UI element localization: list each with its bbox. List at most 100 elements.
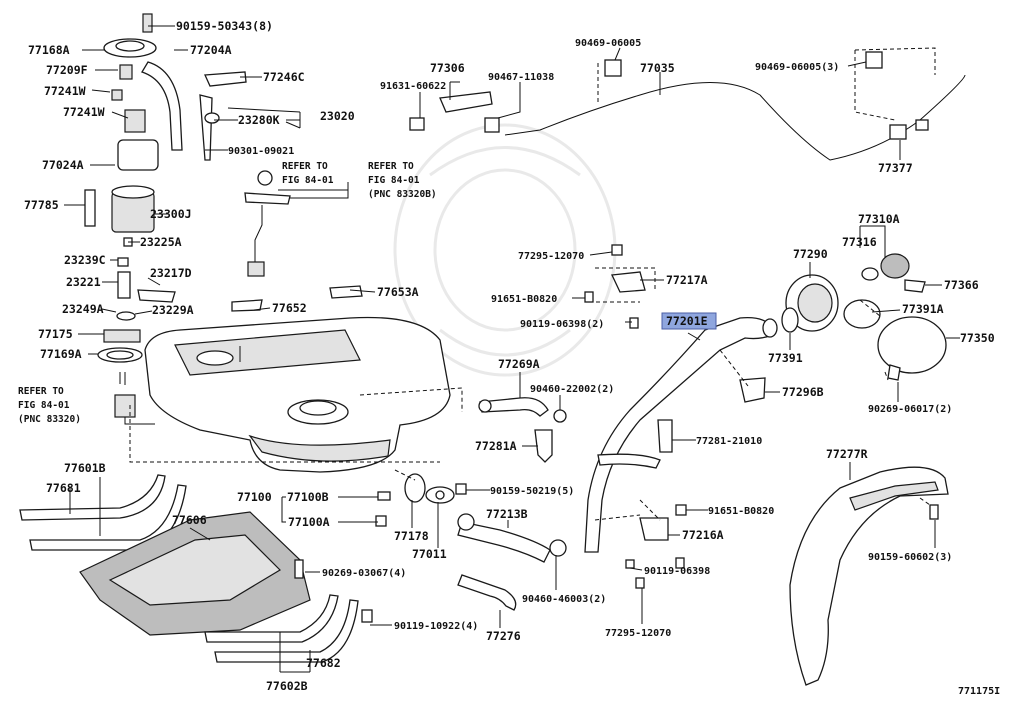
- filler-hose-77276[interactable]: [457, 574, 517, 611]
- label-77316: 77316: [842, 235, 877, 249]
- filler-lower-hose[interactable]: [457, 513, 567, 563]
- label-77246C: 77246C: [263, 70, 305, 84]
- label-77277R: 77277R: [826, 447, 868, 461]
- label-23229A: 23229A: [152, 303, 194, 317]
- breather-bracket[interactable]: [534, 429, 553, 463]
- tank-protector[interactable]: [79, 511, 311, 636]
- refer-c-line1: REFER TO: [18, 386, 64, 397]
- label-77602B: 77602B: [266, 679, 308, 693]
- label-90467-11038: 90467-11038: [488, 72, 554, 83]
- label-77281-21010: 77281-21010: [696, 436, 762, 447]
- filler-pipe-brackets[interactable]: [584, 244, 766, 589]
- label-77175: 77175: [38, 327, 73, 341]
- label-77606: 77606: [172, 513, 207, 527]
- label-90269-06017-2: 90269-06017(2): [868, 404, 952, 415]
- sender-harness[interactable]: [199, 71, 291, 277]
- label-77241W-a: 77241W: [44, 84, 86, 98]
- fasteners: [294, 483, 685, 623]
- label-77204A: 77204A: [190, 43, 232, 57]
- pump-bracket[interactable]: [111, 61, 183, 151]
- label-77217A: 77217A: [666, 273, 708, 287]
- filler-opening-and-cap[interactable]: [781, 253, 947, 381]
- highlighted-part-box: [661, 312, 717, 330]
- label-77653A: 77653A: [377, 285, 419, 299]
- label-77391: 77391: [768, 351, 803, 365]
- label-23249A: 23249A: [62, 302, 104, 316]
- fuel-filler-protector[interactable]: [789, 466, 949, 686]
- label-77035: 77035: [640, 61, 675, 75]
- vent-hose[interactable]: [478, 397, 567, 423]
- fuel-sender[interactable]: [114, 372, 155, 425]
- label-77785: 77785: [24, 198, 59, 212]
- label-90159-50219-5: 90159-50219(5): [490, 486, 574, 497]
- label-23300J: 23300J: [150, 207, 192, 221]
- label-77201E: 77201E: [666, 314, 708, 328]
- label-77276: 77276: [486, 629, 521, 643]
- label-23221: 23221: [66, 275, 101, 289]
- refer-a-line1: REFER TO: [282, 161, 328, 172]
- label-77377: 77377: [878, 161, 913, 175]
- label-77652: 77652: [272, 301, 307, 315]
- refer-c-line2: FIG 84-01: [18, 400, 70, 411]
- label-91631-60622: 91631-60622: [380, 81, 446, 92]
- label-77209F: 77209F: [46, 63, 88, 77]
- label-77296B: 77296B: [782, 385, 824, 399]
- label-77350: 77350: [960, 331, 995, 345]
- label-77290: 77290: [793, 247, 828, 261]
- label-77295-12070-top: 77295-12070: [518, 251, 584, 262]
- label-77168A: 77168A: [28, 43, 70, 57]
- label-23239C: 23239C: [64, 253, 106, 267]
- refer-b-line3: (PNC 83320B): [368, 189, 437, 200]
- label-90460-22002-2: 90460-22002(2): [530, 384, 614, 395]
- label-77281A: 77281A: [475, 439, 517, 453]
- label-77169A: 77169A: [40, 347, 82, 361]
- fuel-tank[interactable]: [144, 285, 451, 473]
- label-77295-12070-bot: 77295-12070: [605, 628, 671, 639]
- refer-b-line2: FIG 84-01: [368, 175, 420, 186]
- label-77100A: 77100A: [288, 515, 330, 529]
- part-number-labels: 90159-50343(8) 77168A 77204A 77209F 7724…: [24, 19, 995, 693]
- label-90119-06398-2: 90119-06398(2): [520, 319, 604, 330]
- fuel-pump[interactable]: [84, 139, 176, 363]
- fuel-lid-release-cable[interactable]: [409, 51, 966, 161]
- label-91651-B0820-bot: 91651-B0820: [708, 506, 774, 517]
- label-90469-06005-top: 90469-06005: [575, 38, 641, 49]
- label-77100B: 77100B: [287, 490, 329, 504]
- refer-b-line1: REFER TO: [368, 161, 414, 172]
- label-77310A: 77310A: [858, 212, 900, 226]
- label-77011: 77011: [412, 547, 447, 561]
- label-77682: 77682: [306, 656, 341, 670]
- fuel-filler-pipe[interactable]: [584, 317, 778, 553]
- label-23280K: 23280K: [238, 113, 280, 127]
- label-77024A: 77024A: [42, 158, 84, 172]
- pump-cover-ring[interactable]: [103, 13, 157, 58]
- label-90119-10922-4: 90119-10922(4): [394, 621, 478, 632]
- label-90159-50343: 90159-50343(8): [176, 19, 273, 33]
- label-77601B: 77601B: [64, 461, 106, 475]
- label-90301-09021: 90301-09021: [228, 146, 294, 157]
- label-77306: 77306: [430, 61, 465, 75]
- leader-lines: [64, 25, 960, 673]
- label-90269-03067-4: 90269-03067(4): [322, 568, 406, 579]
- tank-straps-right[interactable]: [204, 594, 359, 663]
- refer-a-line2: FIG 84-01: [282, 175, 334, 186]
- label-77178: 77178: [394, 529, 429, 543]
- label-90460-46003-2: 90460-46003(2): [522, 594, 606, 605]
- label-23225A: 23225A: [140, 235, 182, 249]
- gasket-and-flange[interactable]: [375, 473, 455, 527]
- reference-notes: REFER TO FIG 84-01 REFER TO FIG 84-01 (P…: [18, 161, 437, 425]
- label-77241W-b: 77241W: [63, 105, 105, 119]
- label-91651-B0820-top: 91651-B0820: [491, 294, 557, 305]
- label-23217D: 23217D: [150, 266, 192, 280]
- refer-c-line3: (PNC 83320): [18, 414, 81, 425]
- figure-code: 771175I: [958, 686, 1000, 697]
- label-77269A: 77269A: [498, 357, 540, 371]
- label-77100: 77100: [237, 490, 272, 504]
- label-90469-06005-3: 90469-06005(3): [755, 62, 839, 73]
- label-90159-60602-3: 90159-60602(3): [868, 552, 952, 563]
- label-77391A: 77391A: [902, 302, 944, 316]
- label-90119-06398: 90119-06398: [644, 566, 710, 577]
- label-77216A: 77216A: [682, 528, 724, 542]
- dashed-reference-lines: [129, 47, 936, 521]
